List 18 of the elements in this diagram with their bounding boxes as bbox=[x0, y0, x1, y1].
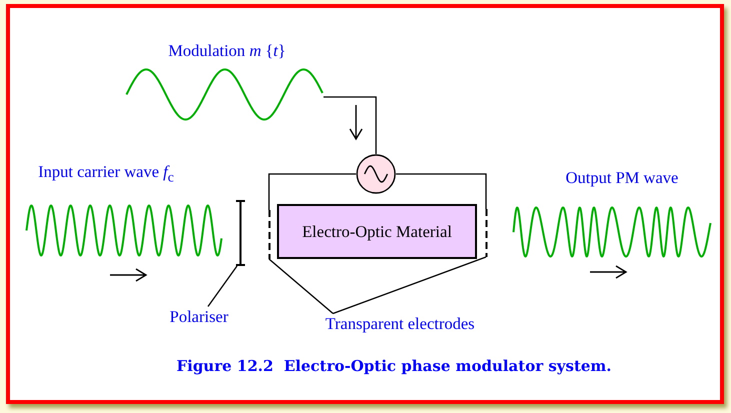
figure-caption: Figure 12.2 Electro-Optic phase modulator system. bbox=[176, 356, 612, 376]
polariser-symbol bbox=[235, 200, 246, 266]
material-box: Electro-Optic Material bbox=[277, 204, 477, 259]
part-label: Transparent electrodes bbox=[325, 314, 475, 332]
electrode bbox=[484, 209, 488, 257]
leader-line bbox=[268, 258, 334, 314]
ac-source-symbol bbox=[356, 154, 396, 194]
electrode bbox=[268, 210, 270, 259]
wave-label: Input carrier wave f$_{c}$ bbox=[38, 162, 174, 186]
wave-label: Modulation m {t} bbox=[168, 40, 286, 60]
leader-line bbox=[332, 256, 486, 314]
wire bbox=[324, 96, 377, 154]
leader-line bbox=[207, 266, 238, 307]
wave-label: Output PM wave bbox=[566, 168, 678, 186]
part-label: Polariser bbox=[170, 306, 228, 326]
wire bbox=[396, 173, 487, 209]
sine-wave bbox=[124, 68, 324, 120]
wire bbox=[268, 173, 356, 210]
